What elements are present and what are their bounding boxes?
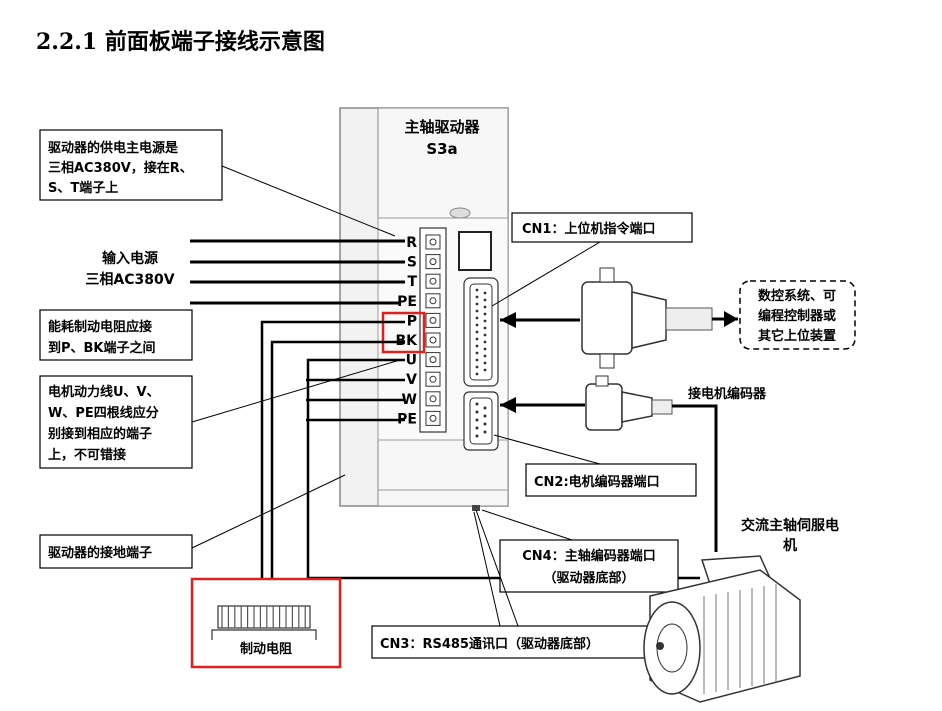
cn1-leader	[491, 241, 601, 307]
cn2-label: CN2:电机编码器端口	[534, 474, 660, 490]
ground-label: 驱动器的接地端子	[48, 545, 152, 561]
input-power-lines	[190, 239, 405, 305]
motor-lines-callout	[39, 375, 193, 469]
cn1-port	[463, 277, 499, 387]
power-supply-leader	[221, 165, 396, 237]
cn2-port	[463, 391, 499, 451]
cn4-line-1: CN4：主轴编码器端口	[522, 548, 655, 564]
power-supply-line-1: 驱动器的供电主电源是	[48, 140, 179, 156]
host-line-3: 其它上位装置	[758, 328, 836, 344]
cn2-leader	[493, 434, 601, 465]
terminal-label-s: S	[407, 255, 417, 271]
cn2-callout	[525, 463, 697, 497]
terminal-label-v: V	[406, 372, 417, 388]
cn4-stub	[472, 505, 480, 511]
host-line-1: 数控系统、可	[758, 288, 836, 304]
brake-resistor-label: 制动电阻	[240, 641, 292, 657]
cn3-leader	[475, 509, 519, 627]
cn3-callout	[371, 625, 649, 659]
motor-lines-line-2: W、PE四根线应分	[48, 405, 159, 421]
ground-leader	[191, 474, 346, 549]
terminal-label-pe: PE	[397, 294, 417, 310]
brake-resistor-icon	[211, 605, 317, 640]
cn1-cable	[500, 267, 738, 369]
cn4-callout	[499, 539, 679, 593]
cn4-leader	[481, 509, 573, 541]
driver-model: S3a	[426, 140, 457, 158]
brake-note-callout	[39, 309, 193, 361]
page-title: 2.2.1 前面板端子接线示意图	[36, 29, 325, 55]
cn1-label: CN1：上位机指令端口	[522, 221, 655, 237]
driver-name: 主轴驱动器	[404, 118, 480, 136]
motor-label-2: 机	[783, 537, 797, 554]
brake-note-line-2: 到P、BK端子之间	[48, 340, 156, 356]
servo-motor-icon	[643, 555, 801, 703]
cn2-cable	[500, 375, 718, 552]
motor-lines-line-1: 电机动力线U、V、	[48, 384, 160, 400]
motor-label-1: 交流主轴伺服电	[741, 517, 839, 534]
terminal-label-w: W	[402, 392, 417, 408]
brake-wires	[260, 320, 405, 606]
power-supply-line-2: 三相AC380V，接在R、	[48, 160, 193, 176]
terminal-label-p: P	[407, 313, 417, 329]
terminal-label-t: T	[407, 274, 417, 290]
terminal-label-pe: PE	[397, 411, 417, 427]
cn3-label: CN3：RS485通讯口（驱动器底部）	[380, 636, 599, 652]
encoder-label: 接电机编码器	[688, 386, 767, 402]
power-supply-callout	[39, 129, 223, 201]
motor-lines-line-3: 别接到相应的端子	[47, 426, 152, 442]
brake-note-line-1: 能耗制动电阻应接	[48, 319, 152, 335]
input-power-label-1: 输入电源	[102, 250, 158, 267]
host-line-2: 编程控制器或	[758, 308, 836, 324]
motor-lines-leader	[191, 359, 401, 423]
terminal-label-bk: BK	[395, 333, 418, 349]
ground-callout	[39, 534, 193, 569]
cn1-callout	[511, 212, 693, 243]
display-window	[458, 231, 492, 271]
terminal-label-u: U	[406, 353, 417, 369]
host-device-box	[739, 280, 856, 350]
cn4-line-2: （驱动器底部）	[543, 570, 634, 586]
motor-lines-line-4: 上，不可错接	[48, 447, 126, 463]
pbk-highlight	[381, 311, 426, 354]
power-supply-line-3: S、T端子上	[48, 180, 118, 196]
input-power-label-2: 三相AC380V	[85, 271, 174, 288]
terminal-label-r: R	[406, 235, 417, 251]
